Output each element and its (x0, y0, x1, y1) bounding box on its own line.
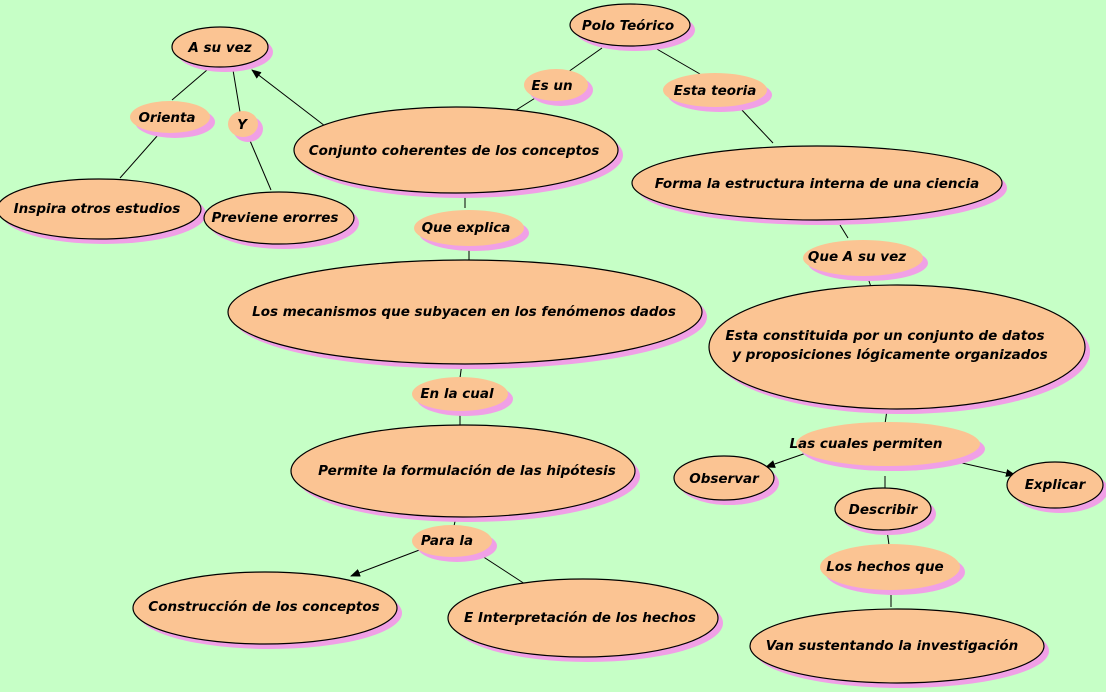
concept-conjunto: Conjunto coherentes de los conceptos (293, 106, 623, 198)
concept-interpretacion-label: E Interpretación de los hechos (464, 610, 696, 626)
concept-polo-teorico: Polo Teórico (569, 3, 695, 51)
link-para-la: Para la (412, 525, 497, 562)
concept-previene: Previene erorres (203, 191, 359, 249)
concept-explicar: Explicar (1006, 461, 1106, 513)
line-estateoria-forma (739, 107, 774, 144)
arrow-conjunto-asuvez (251, 69, 326, 127)
concept-construccion-label: Construcción de los conceptos (148, 599, 379, 615)
link-los-hechos-que-label: Los hechos que (826, 559, 943, 575)
link-en-la-cual-label: En la cual (420, 386, 494, 402)
link-para-la-label: Para la (421, 533, 473, 549)
link-esta-teoria-label: Esta teoria (674, 83, 757, 99)
line-y-previene (247, 135, 272, 191)
link-y: Y (228, 111, 263, 142)
concept-observar-label: Observar (689, 471, 760, 487)
link-los-hechos-que: Los hechos que (820, 544, 965, 595)
line-orienta-inspira (119, 134, 159, 179)
concept-van: Van sustentando la investigación (749, 608, 1049, 688)
link-y-label: Y (237, 117, 248, 133)
concept-mecanismos: Los mecanismos que subyacen en los fenóm… (227, 259, 707, 369)
line-polo-estateoria (654, 47, 701, 75)
concept-forma-label: Forma la estructura interna de una cienc… (655, 176, 979, 192)
concept-forma: Forma la estructura interna de una cienc… (631, 145, 1007, 225)
concept-a-su-vez-label: A su vez (187, 40, 251, 56)
arrow-parala-construccion (350, 548, 423, 577)
concept-constituida-label-line1: Esta constituida por un conjunto de dato… (725, 328, 1044, 344)
concept-inspira: Inspira otros estudios (0, 178, 206, 244)
link-que-a-su-vez-label: Que A su vez (808, 249, 906, 265)
concept-permite: Permite la formulación de las hipótesis (290, 424, 640, 522)
line-forma-queasuvez (839, 224, 849, 239)
concept-constituida-label-line2: y proposiciones lógicamente organizados (732, 347, 1047, 363)
link-orienta-label: Orienta (138, 110, 195, 126)
link-que-explica-label: Que explica (422, 220, 511, 236)
link-las-cuales-permiten-label: Las cuales permiten (789, 436, 942, 452)
link-en-la-cual: En la cual (412, 377, 513, 416)
concept-constituida: Esta constituida por un conjunto de dato… (708, 284, 1090, 414)
concept-polo-teorico-label: Polo Teórico (582, 18, 674, 34)
link-es-un: Es un (524, 69, 593, 106)
concept-permite-label: Permite la formulación de las hipótesis (318, 463, 616, 479)
link-que-a-su-vez: Que A su vez (803, 240, 928, 281)
concept-observar: Observar (673, 455, 779, 505)
concept-van-label: Van sustentando la investigación (766, 638, 1019, 654)
concept-mecanismos-label: Los mecanismos que subyacen en los fenóm… (252, 304, 676, 320)
concept-inspira-label: Inspira otros estudios (14, 201, 181, 217)
arrow-lascuales-explicar (961, 462, 1016, 477)
concept-conjunto-label: Conjunto coherentes de los conceptos (309, 143, 600, 159)
concept-describir-label: Describir (849, 502, 919, 518)
link-esta-teoria: Esta teoria (663, 73, 772, 112)
concept-construccion: Construcción de los conceptos (132, 571, 402, 649)
concept-interpretacion: E Interpretación de los hechos (447, 578, 723, 662)
concept-a-su-vez: A su vez (171, 26, 273, 72)
concept-previene-label: Previene erorres (212, 210, 339, 226)
concept-describir: Describir (834, 487, 936, 535)
line-polo-esun (567, 47, 603, 73)
line-asuvez-orienta (171, 69, 208, 101)
link-las-cuales-permiten: Las cuales permiten (789, 422, 985, 471)
line-parala-interpretacion (481, 555, 526, 585)
concept-explicar-label: Explicar (1025, 477, 1087, 493)
link-orienta: Orienta (130, 101, 215, 138)
link-es-un-label: Es un (531, 78, 572, 94)
link-que-explica: Que explica (414, 210, 529, 251)
line-asuvez-y (232, 69, 241, 113)
